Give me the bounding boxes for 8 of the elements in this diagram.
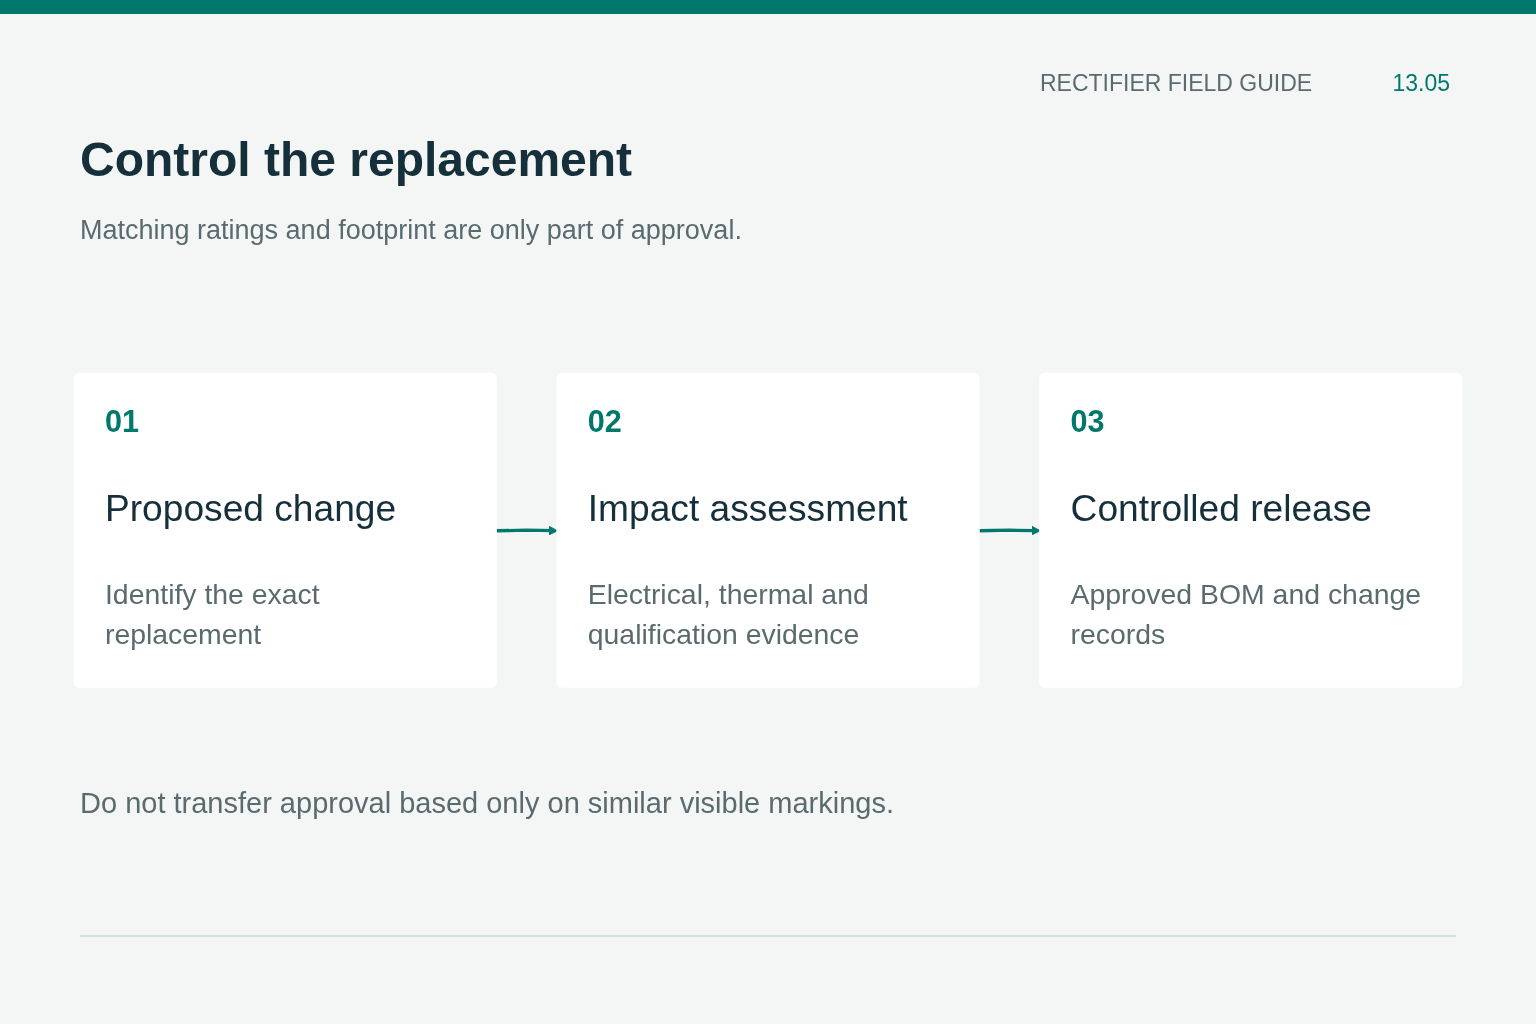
step-card: 03 Controlled release Approved BOM and change records [1039, 372, 1463, 688]
subtitle: Matching ratings and footprint are only part of approval. [80, 215, 742, 246]
note-text: Do not transfer approval based only on similar visible markings. [80, 787, 894, 820]
title: Control the replacement [80, 132, 633, 187]
header-text: RECTIFIER FIELD GUIDE [1040, 70, 1313, 97]
page-number: 13.05 [1392, 70, 1450, 97]
step-card: 02 Impact assessment Electrical, thermal and qualification evidence [556, 372, 980, 688]
step-card: 01 Proposed change Identify the exact replacement [73, 372, 497, 688]
